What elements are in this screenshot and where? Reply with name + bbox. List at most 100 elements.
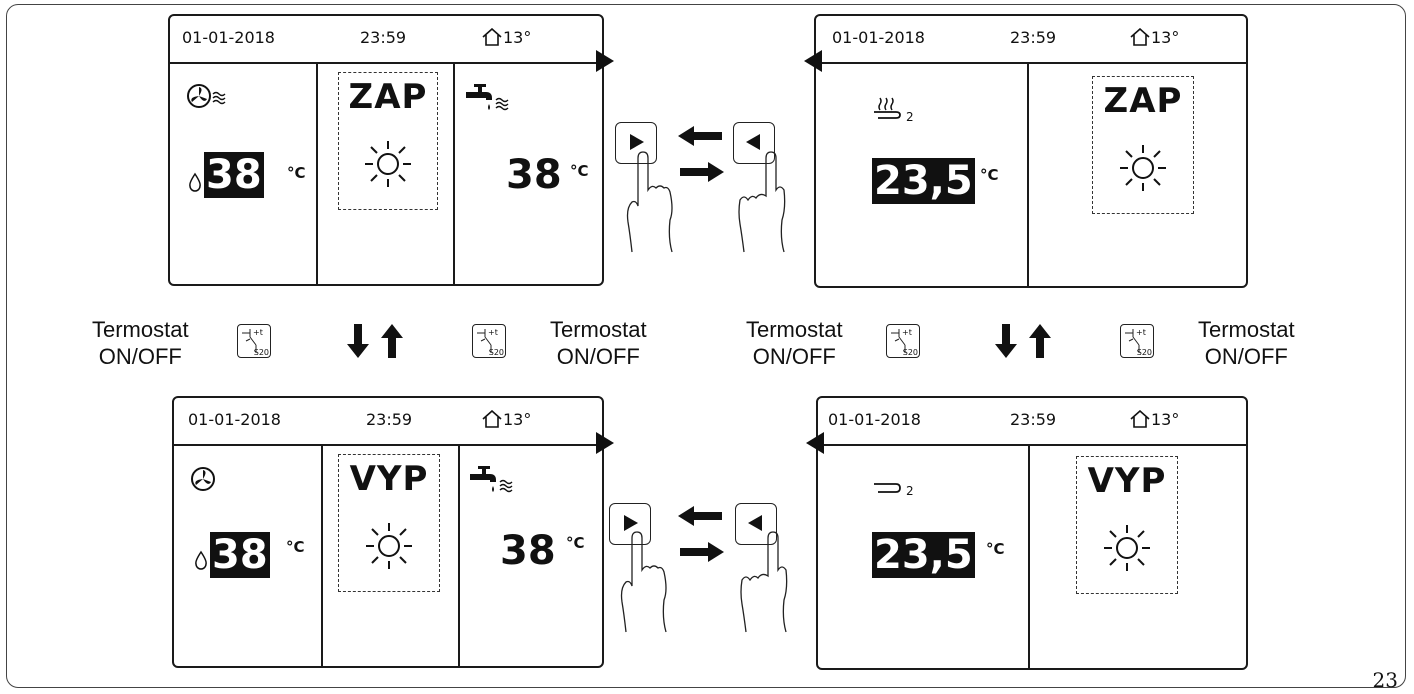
- date-text: 01-01-2018: [828, 410, 921, 429]
- hand-icon: [738, 530, 790, 634]
- date-text: 01-01-2018: [182, 28, 275, 47]
- thermostat-label: Termostat ON/OFF: [1198, 316, 1295, 370]
- sun-icon: [363, 139, 413, 189]
- status-bar: 01-01-2018 23:59 13°: [170, 16, 602, 64]
- room-temp: 23,5: [872, 158, 975, 204]
- drop-icon: [194, 550, 208, 570]
- status-bar: 01-01-2018 23:59 13°: [818, 398, 1246, 446]
- water-temp-unit: °C: [287, 164, 306, 182]
- mode-label: ZAP: [1093, 81, 1193, 121]
- switch-code: S20: [254, 348, 269, 357]
- water-temp-value: 38: [204, 152, 264, 198]
- water-temp: 38: [204, 152, 264, 198]
- sun-icon: [1118, 143, 1168, 193]
- mode-box: VYP: [1076, 456, 1178, 594]
- zone-index: 2: [906, 110, 914, 124]
- water-temp-unit: °C: [286, 538, 305, 556]
- thermostat-label: Termostat ON/OFF: [746, 316, 843, 370]
- thermostat-line1: Termostat: [92, 316, 189, 343]
- water-temp-value: 38: [210, 532, 270, 578]
- thermostat-line1: Termostat: [550, 316, 647, 343]
- home-icon: [482, 410, 502, 428]
- floor-heating-icon: [872, 480, 902, 496]
- sun-icon: [364, 521, 414, 571]
- outdoor-temp: 13°: [1130, 28, 1179, 47]
- home-icon: [482, 28, 502, 46]
- outdoor-temp-value: 13°: [1151, 28, 1179, 47]
- fan-icon: [186, 82, 236, 112]
- home-icon: [1130, 410, 1150, 428]
- thermostat-label: Termostat ON/OFF: [550, 316, 647, 370]
- switch-mark: +t: [253, 328, 263, 337]
- status-bar: 01-01-2018 23:59 13°: [816, 16, 1246, 64]
- fan-icon: [190, 466, 216, 492]
- status-bar: 01-01-2018 23:59 13°: [174, 398, 602, 446]
- next-page-arrow-icon: [596, 50, 614, 72]
- date-text: 01-01-2018: [188, 410, 281, 429]
- sun-icon: [1102, 523, 1152, 573]
- prev-page-arrow-icon: [804, 50, 822, 72]
- switch-mark: +t: [902, 328, 912, 337]
- thermostat-line2: ON/OFF: [550, 343, 647, 370]
- swap-arrows-icon: [676, 124, 726, 186]
- swap-arrows-icon: [676, 504, 726, 566]
- home-icon: [1130, 28, 1150, 46]
- mode-box: ZAP: [338, 72, 438, 210]
- floor-heating-icon: [872, 94, 902, 122]
- room-temp-unit: °C: [986, 540, 1005, 558]
- dhw-temp: 38: [500, 528, 556, 574]
- thermostat-line2: ON/OFF: [746, 343, 843, 370]
- outdoor-temp-value: 13°: [1151, 410, 1179, 429]
- mode-label: VYP: [1077, 461, 1177, 501]
- time-text: 23:59: [360, 28, 406, 47]
- room-temp-unit: °C: [980, 166, 999, 184]
- date-text: 01-01-2018: [832, 28, 925, 47]
- page-number: 23: [1373, 668, 1398, 692]
- switch-mark: +t: [1136, 328, 1146, 337]
- room-temp-value: 23,5: [872, 158, 975, 204]
- time-text: 23:59: [1010, 28, 1056, 47]
- outdoor-temp-value: 13°: [503, 410, 531, 429]
- time-text: 23:59: [1010, 410, 1056, 429]
- switch-code: S20: [489, 348, 504, 357]
- water-temp: 38: [210, 532, 270, 578]
- thermostat-line1: Termostat: [1198, 316, 1295, 343]
- time-text: 23:59: [366, 410, 412, 429]
- dhw-temp-unit: °C: [566, 534, 585, 552]
- screen-top-right: 01-01-2018 23:59 13° 2 23,5 °C ZAP: [814, 14, 1248, 288]
- thermostat-switch-icon: +t S20: [472, 324, 506, 358]
- hand-icon: [620, 530, 672, 634]
- thermostat-line2: ON/OFF: [1198, 343, 1295, 370]
- dhw-temp-unit: °C: [570, 162, 589, 180]
- up-arrow-icon: [1028, 322, 1052, 360]
- outdoor-temp: 13°: [482, 410, 531, 429]
- zone-index: 2: [906, 484, 914, 498]
- hand-icon: [736, 150, 788, 254]
- screen-bottom-left: 01-01-2018 23:59 13° 38 °C VYP 38 °C: [172, 396, 604, 668]
- thermostat-label: Termostat ON/OFF: [92, 316, 189, 370]
- room-temp-value: 23,5: [872, 532, 975, 578]
- outdoor-temp: 13°: [482, 28, 531, 47]
- tap-icon: [470, 462, 518, 498]
- thermostat-switch-icon: +t S20: [886, 324, 920, 358]
- mode-label: VYP: [339, 459, 439, 499]
- up-arrow-icon: [380, 322, 404, 360]
- switch-code: S20: [903, 348, 918, 357]
- mode-label: ZAP: [339, 77, 437, 117]
- mode-box: ZAP: [1092, 76, 1194, 214]
- screen-top-left: 01-01-2018 23:59 13° 38 °C ZAP 38 °C: [168, 14, 604, 286]
- thermostat-switch-icon: +t S20: [1120, 324, 1154, 358]
- drop-icon: [188, 172, 202, 192]
- outdoor-temp: 13°: [1130, 410, 1179, 429]
- room-temp: 23,5: [872, 532, 975, 578]
- thermostat-line1: Termostat: [746, 316, 843, 343]
- outdoor-temp-value: 13°: [503, 28, 531, 47]
- thermostat-switch-icon: +t S20: [237, 324, 271, 358]
- switch-mark: +t: [488, 328, 498, 337]
- thermostat-line2: ON/OFF: [92, 343, 189, 370]
- down-arrow-icon: [346, 322, 370, 360]
- mode-box: VYP: [338, 454, 440, 592]
- screen-bottom-right: 01-01-2018 23:59 13° 2 23,5 °C VYP: [816, 396, 1248, 670]
- down-arrow-icon: [994, 322, 1018, 360]
- next-page-arrow-icon: [596, 432, 614, 454]
